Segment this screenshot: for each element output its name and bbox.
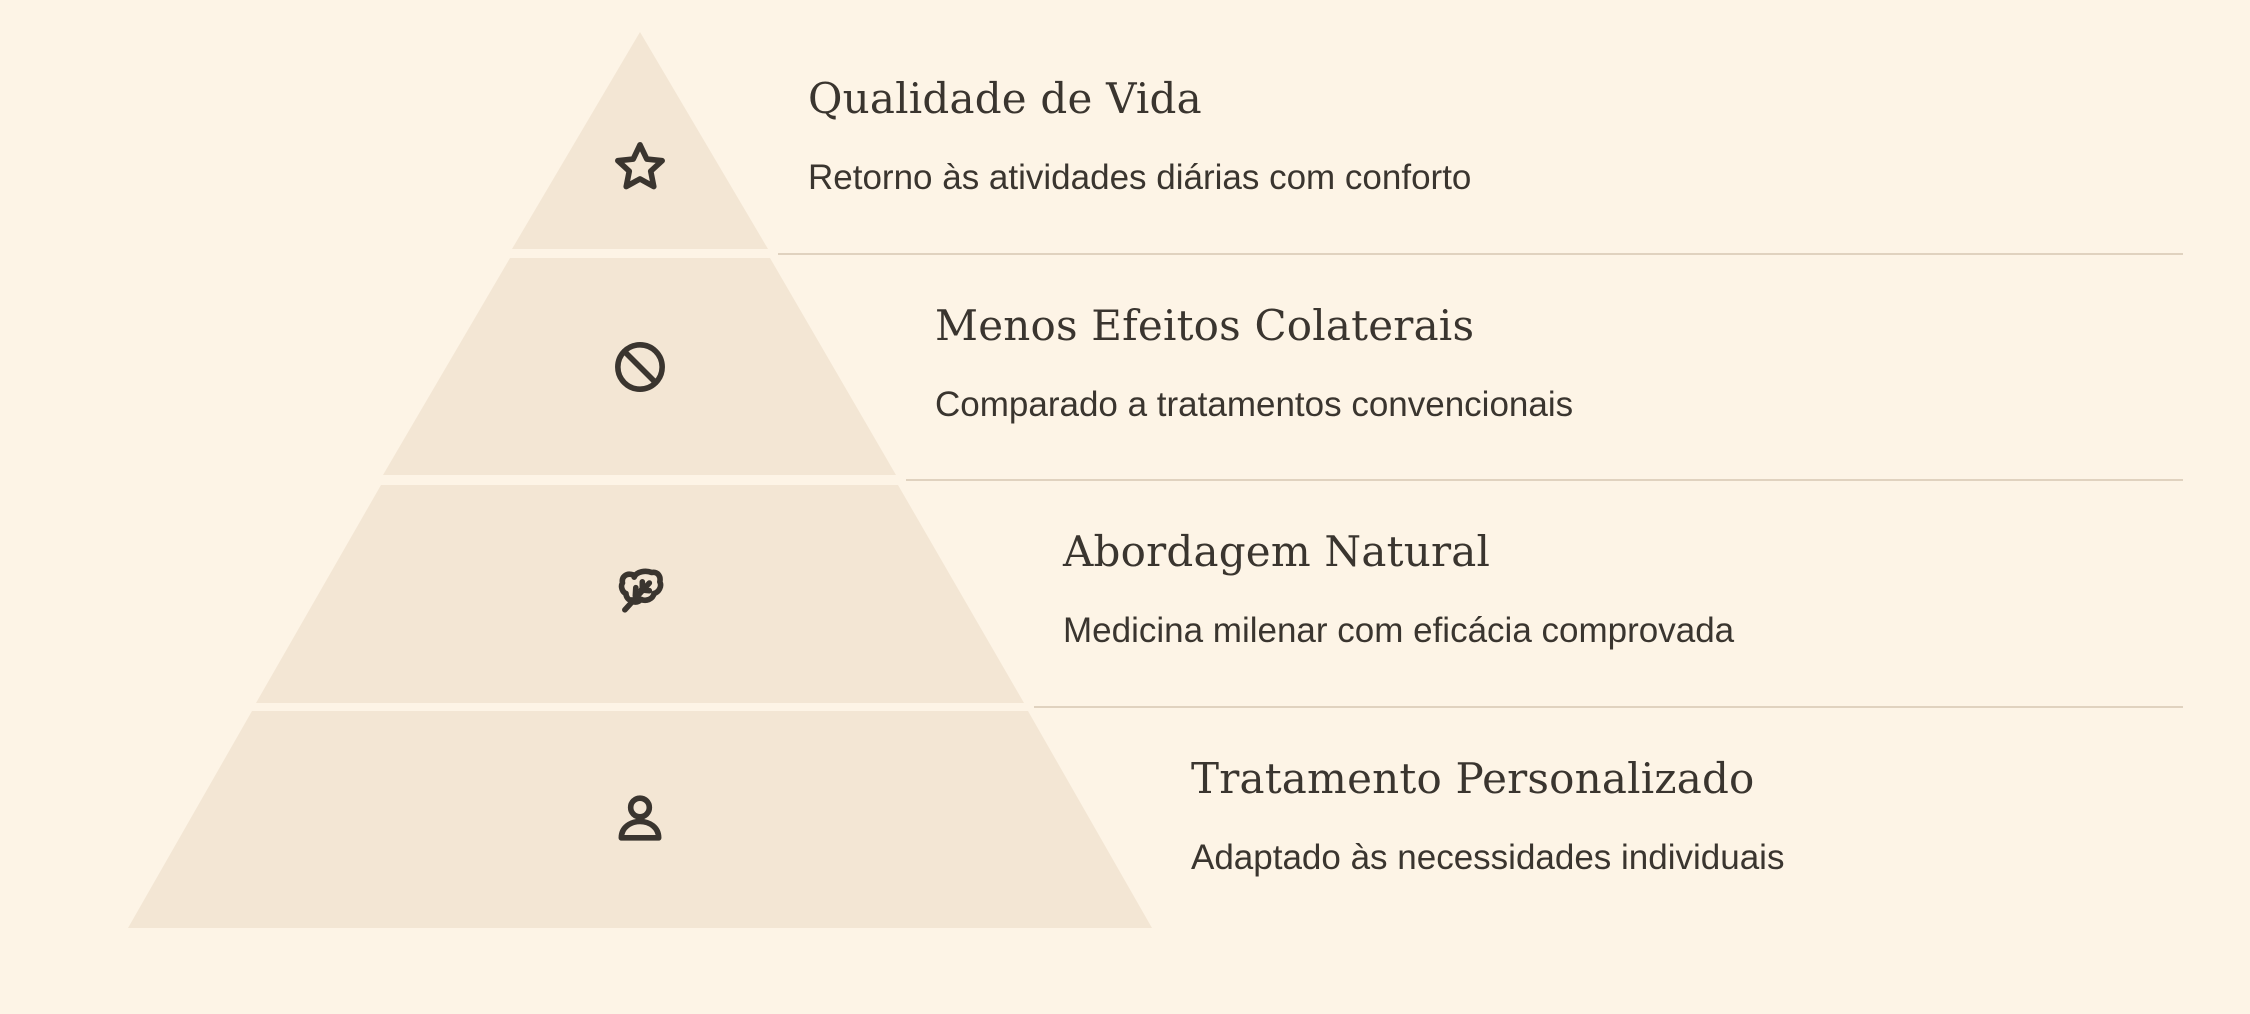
tier-2-description: Comparado a tratamentos convencionais — [935, 385, 1574, 424]
prohibited-icon — [612, 339, 668, 395]
tier-divider-1 — [778, 253, 2183, 255]
tier-2-label: Menos Efeitos Colaterais Comparado a tra… — [935, 301, 1574, 424]
tier-1-title: Qualidade de Vida — [808, 74, 1202, 123]
tier-4-title: Tratamento Personalizado — [1191, 754, 1755, 803]
tier-2-title: Menos Efeitos Colaterais — [935, 301, 1475, 350]
tier-3-description: Medicina milenar com eficácia comprovada — [1063, 611, 1735, 650]
star-icon — [612, 139, 668, 195]
tier-3-title: Abordagem Natural — [1063, 527, 1491, 576]
tier-divider-2 — [906, 479, 2183, 481]
tier-divider-3 — [1034, 706, 2183, 708]
tier-1-description: Retorno às atividades diárias com confor… — [808, 158, 1472, 197]
tier-1-label: Qualidade de Vida Retorno às atividades … — [808, 74, 1472, 197]
pyramid-tier-1-shape — [512, 32, 768, 249]
tier-3-label: Abordagem Natural Medicina milenar com e… — [1063, 527, 1735, 650]
user-icon — [612, 790, 668, 846]
tier-4-description: Adaptado às necessidades individuais — [1191, 838, 1785, 877]
leaf-icon — [612, 562, 668, 618]
tier-4-label: Tratamento Personalizado Adaptado às nec… — [1191, 754, 1785, 877]
